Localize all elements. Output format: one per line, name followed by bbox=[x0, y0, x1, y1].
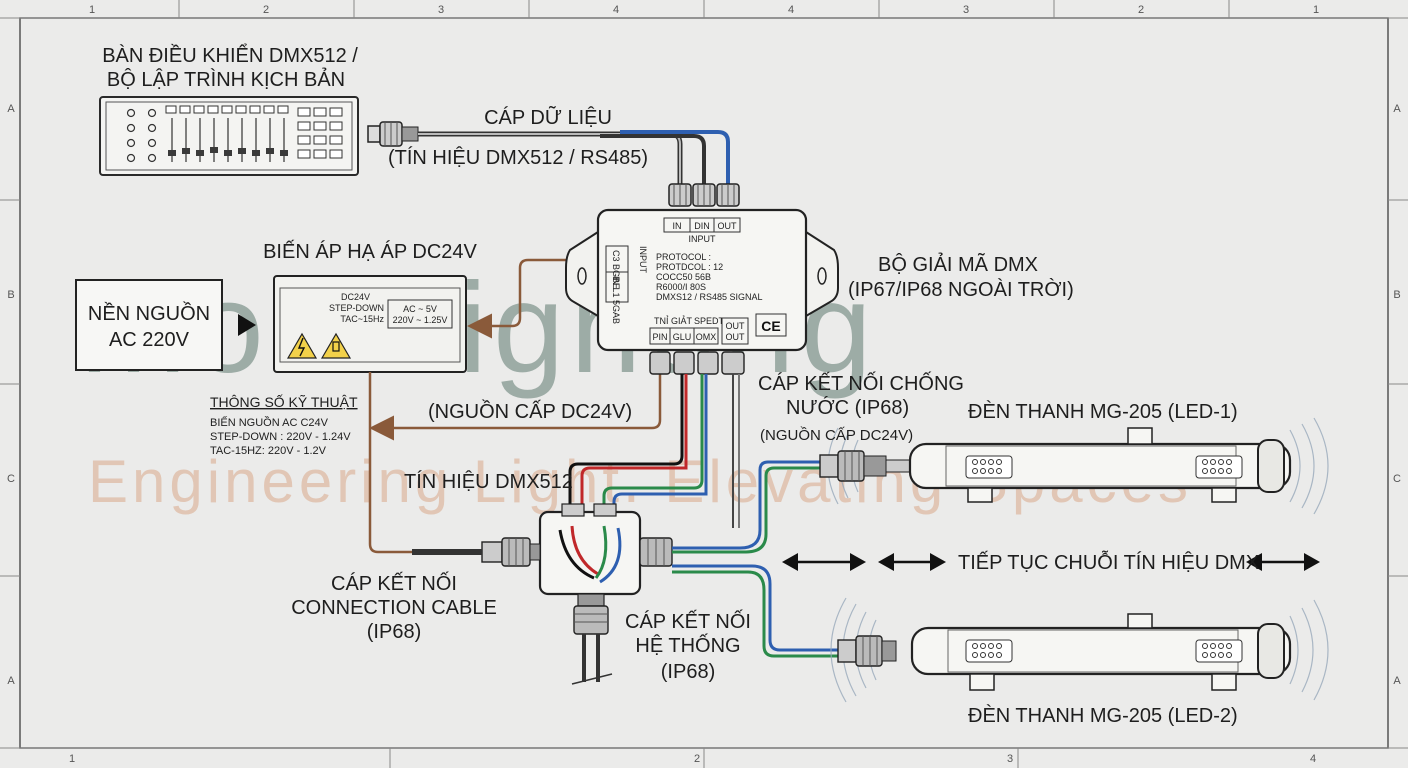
high-voltage-icon bbox=[286, 332, 318, 359]
ruler-right-c: C bbox=[1393, 473, 1401, 485]
ruler-left-b: B bbox=[7, 289, 14, 301]
port-pin: PIN bbox=[652, 332, 667, 342]
warning-icon bbox=[320, 332, 352, 359]
ruler-left-a2: A bbox=[7, 675, 15, 687]
controller-title-line2: BỘ LẬP TRÌNH KỊCH BẢN bbox=[107, 68, 345, 91]
ruler-top-5: 4 bbox=[788, 4, 794, 16]
ruler-top-1: 1 bbox=[89, 4, 95, 16]
system-cable-line1: CÁP KẾT NỐI bbox=[625, 609, 751, 633]
port-omx: OMX bbox=[696, 332, 717, 342]
port-din: DIN bbox=[694, 221, 710, 231]
power-wires bbox=[368, 258, 662, 554]
ruler-top-2: 2 bbox=[263, 4, 269, 16]
ruler-top-4: 4 bbox=[613, 4, 619, 16]
led1-label: ĐÈN THANH MG-205 (LED-1) bbox=[968, 400, 1238, 423]
connection-cable-line2: CONNECTION CABLE bbox=[291, 597, 497, 619]
out-label-1: OUT bbox=[726, 321, 746, 331]
specs-line-2: STEP-DOWN : 220V - 1.24V bbox=[210, 431, 351, 443]
connection-cable-line3: (IP68) bbox=[367, 621, 421, 643]
data-cable-subtitle: (TÍN HIỆU DMX512 / RS485) bbox=[388, 146, 648, 169]
specs-heading: THÔNG SỐ KỸ THUẬT bbox=[210, 393, 358, 410]
waterproof-cable-line1: CÁP KẾT NỐI CHỐNG bbox=[758, 371, 964, 395]
ruler-left-c: C bbox=[7, 473, 15, 485]
led-bar-2 bbox=[830, 597, 1329, 703]
led-bar-1 bbox=[819, 417, 1329, 515]
ruler-right-a2: A bbox=[1393, 675, 1401, 687]
port-input-caption: INPUT bbox=[689, 234, 717, 244]
plate-left-1: DC24V bbox=[341, 292, 370, 302]
ruler-bottom-3: 3 bbox=[1007, 753, 1013, 765]
junction-box bbox=[481, 503, 673, 685]
signal-wires bbox=[568, 374, 740, 528]
ce-mark: CE bbox=[761, 318, 780, 334]
arrow-right-icon bbox=[238, 314, 256, 336]
led-cables bbox=[672, 460, 838, 658]
ruler-top-3: 3 bbox=[438, 4, 444, 16]
decoder-title-line1: BỘ GIẢI MÃ DMX bbox=[878, 252, 1038, 276]
transformer-title: BIẾN ÁP HẠ ÁP DC24V bbox=[263, 240, 477, 263]
ruler-right-b: B bbox=[1393, 289, 1400, 301]
dmx-decoder: IN DIN OUT INPUT INPUT C3 BGBE IN L1 5GA… bbox=[565, 208, 839, 375]
plate-left-3: TAC~15Hz bbox=[340, 314, 384, 324]
protocol-line-5: DMXS12 / RS485 SIGNAL bbox=[656, 292, 763, 302]
bottom-caption-1: TNỈ GIẢT bbox=[654, 315, 693, 326]
ruler-top-6: 3 bbox=[963, 4, 969, 16]
controller-title-line1: BÀN ĐIỀU KHIỂN DMX512 / bbox=[102, 44, 358, 67]
ac-source-line2: AC 220V bbox=[109, 329, 190, 351]
dmx-controller: BÀN ĐIỀU KHIỂN DMX512 / BỘ LẬP TRÌNH KỊC… bbox=[99, 44, 359, 176]
port-out: OUT bbox=[718, 221, 738, 231]
ruler-bottom-4: 4 bbox=[1310, 753, 1316, 765]
system-cable-line2: HỆ THỐNG bbox=[635, 633, 740, 657]
port-in: IN bbox=[673, 221, 682, 231]
waterproof-cable-line2: NƯỚC (IP68) bbox=[786, 396, 909, 419]
led2-label: ĐÈN THANH MG-205 (LED-2) bbox=[968, 704, 1238, 727]
decoder-title-line2: (IP67/IP68 NGOÀI TRỜI) bbox=[848, 278, 1074, 301]
waterproof-cable-line3: (NGUỒN CẤP DC24V) bbox=[760, 426, 913, 444]
ruler-bottom-2: 2 bbox=[694, 753, 700, 765]
protocol-line-1: PROTOCOL : bbox=[656, 252, 711, 262]
ruler-bottom-1: 1 bbox=[69, 753, 75, 765]
connection-cable-line1: CÁP KẾT NỐI bbox=[331, 571, 457, 595]
chain-label: TIẾP TỤC CHUỖI TÍN HIỆU DMX bbox=[958, 550, 1259, 574]
protocol-line-2: PROTDCOL : 12 bbox=[656, 262, 723, 272]
ruler-top-8: 1 bbox=[1313, 4, 1319, 16]
plate-left-2: STEP-DOWN bbox=[329, 303, 384, 313]
ac-source-line1: NỀN NGUỒN bbox=[88, 301, 210, 325]
power-supply-label: (NGUỒN CẤP DC24V) bbox=[428, 399, 632, 423]
plate-right-2: 220V ~ 1.25V bbox=[393, 315, 448, 325]
protocol-line-3: COCC50 56B bbox=[656, 272, 711, 282]
port-glu: GLU bbox=[673, 332, 692, 342]
specs-line-1: BIẾN NGUỒN AC C24V bbox=[210, 416, 329, 429]
decoder-side-l1: IN L1 5GAB bbox=[611, 276, 621, 324]
chain-arrows bbox=[782, 553, 1320, 571]
data-cable-title: CÁP DỮ LIỆU bbox=[484, 105, 612, 129]
ruler-top-7: 2 bbox=[1138, 4, 1144, 16]
protocol-line-4: R6000/I 80S bbox=[656, 282, 706, 292]
specs-line-3: TAC-15HZ: 220V - 1.2V bbox=[210, 445, 327, 457]
ac-source: NỀN NGUỒN AC 220V bbox=[75, 279, 256, 371]
data-cable: CÁP DỮ LIỆU (TÍN HIỆU DMX512 / RS485) bbox=[367, 105, 740, 207]
dmx-signal-label: TÍN HIỆU DMX512 bbox=[404, 470, 573, 493]
out-label-2: OUT bbox=[726, 332, 746, 342]
ruler-right-a: A bbox=[1393, 103, 1401, 115]
system-cable-line3: (IP68) bbox=[661, 661, 715, 683]
decoder-side-input: INPUT bbox=[638, 246, 648, 274]
specs-block: THÔNG SỐ KỸ THUẬT BIẾN NGUỒN AC C24V STE… bbox=[210, 393, 358, 457]
transformer: BIẾN ÁP HẠ ÁP DC24V DC24V STEP-DOWN TAC~… bbox=[263, 240, 478, 373]
bottom-caption-2: SPEDT bbox=[694, 316, 725, 326]
ruler-left-a: A bbox=[7, 103, 15, 115]
plate-right-1: AC ~ 5V bbox=[403, 304, 437, 314]
decoder-side-c3: C3 BGBE bbox=[611, 250, 621, 289]
